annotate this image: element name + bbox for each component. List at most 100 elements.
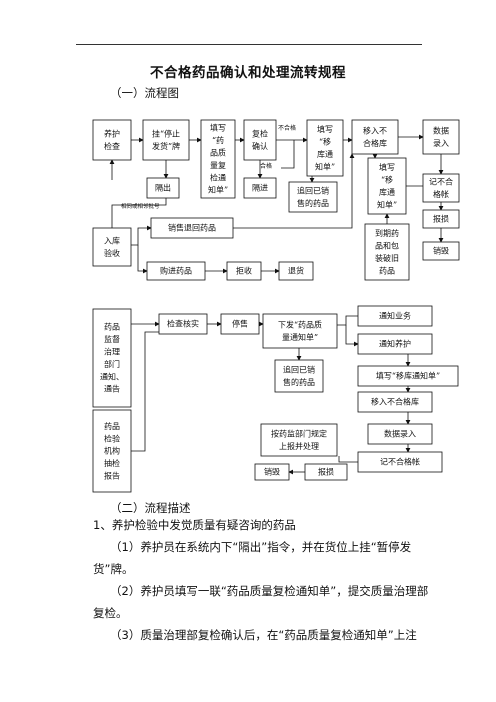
paragraph-2-line-2: 复检。 (93, 606, 128, 620)
box-reject-frame (226, 261, 262, 281)
box-move-to-nonconforming-store-2: 移入不合格库 (357, 391, 433, 413)
box-data-entry-text: 数据 (433, 126, 449, 136)
box-inspect-verify-text: 检查核实 (167, 319, 199, 329)
box-destroy-2-frame (254, 463, 290, 481)
box-fill-transfer-notice-3: 填写“移库通知单” (357, 365, 459, 387)
box-move-to-nonconforming-store-text: 移入不 (363, 126, 387, 136)
box-inspect-verify: 检查核实 (158, 313, 208, 335)
box-testing-agency-report-text: 药品 (104, 421, 120, 431)
box-suspend-sales-text: 停售 (232, 319, 248, 329)
box-sales-returns-frame (150, 217, 234, 239)
box-fill-recheck-notice-text: 品质 (210, 148, 226, 158)
box-testing-agency-report-text: 检验 (104, 433, 120, 443)
box-data-entry-2-frame (367, 423, 433, 445)
box-nonconforming-ledger-2-frame (357, 451, 443, 473)
box-hang-stop-sign-text: 挂“停止 (152, 129, 180, 139)
box-recheck-confirm-frame (243, 119, 277, 161)
box-fill-transfer-notice-text: 知单” (315, 161, 335, 171)
box-isolate-in-frame (243, 177, 277, 199)
box-move-to-nonconforming-store-frame (351, 119, 399, 155)
box-maintenance-check-text: 检查 (104, 141, 120, 151)
box-hang-stop-sign-frame (142, 119, 190, 161)
box-data-entry-frame (422, 119, 460, 155)
box-report-per-regulator-text: 上报并处理 (279, 441, 319, 451)
box-move-to-nonconforming-store: 移入不合格库 (351, 119, 399, 155)
connector-arrow (233, 153, 355, 229)
box-report-per-regulator-frame (260, 423, 338, 457)
box-notify-business-frame (357, 305, 433, 327)
box-testing-agency-report-text: 机构 (104, 446, 120, 456)
box-nonconforming-ledger-text: 格帐 (433, 189, 449, 199)
box-fill-recheck-notice-text: 知单” (208, 185, 228, 195)
box-fill-transfer-notice-3-frame (357, 365, 459, 387)
box-regulator-notice-frame (92, 308, 132, 408)
label-conforming: 合格 (260, 162, 272, 170)
box-move-to-nonconforming-store-2-frame (357, 391, 433, 413)
box-report-loss-2-text: 报损 (318, 467, 334, 477)
box-expired-damaged-drugs-frame (364, 223, 410, 281)
box-testing-agency-report-text: 抽检 (104, 458, 120, 468)
box-report-loss-2-frame (304, 463, 348, 481)
box-data-entry-2-text: 数据录入 (384, 429, 416, 439)
box-isolate-out-frame (146, 177, 180, 199)
connector-arrow (137, 245, 148, 274)
box-nonconforming-ledger: 记不合格帐 (422, 173, 460, 203)
box-destroy-text: 销毁 (433, 246, 449, 256)
box-reject-text: 拒收 (236, 266, 252, 276)
box-return-goods-frame (278, 261, 314, 281)
connector-arrow (337, 315, 358, 326)
connector-arrow (345, 325, 359, 347)
box-data-entry-2: 数据录入 (367, 423, 433, 445)
box-fill-recheck-notice-text: 填写 (210, 123, 226, 133)
box-expired-damaged-drugs-text: 到期药 (375, 228, 399, 238)
box-fill-transfer-notice-2-frame (367, 157, 407, 215)
box-fill-transfer-notice-2-text: “移 (381, 175, 393, 185)
paragraph-1-line-1: （1）养护员在系统内下“隔出”指令，并在货位上挂“暂停发 (110, 540, 412, 554)
box-suspend-sales: 停售 (220, 313, 260, 335)
box-purchased-drugs-text: 购进药品 (160, 266, 192, 276)
paragraph-1-line-2: 货”牌。 (93, 562, 134, 576)
box-destroy-2: 销毁 (254, 463, 290, 481)
box-regulator-notice-text: 监督 (104, 334, 120, 344)
box-return-goods-text: 退货 (288, 266, 304, 276)
item-1-heading: 1、养护检验中发觉质量有疑咨询的药品 (93, 518, 296, 532)
box-isolate-out-text: 隔出 (155, 183, 171, 193)
box-regulator-notice-text: 通告 (104, 384, 120, 394)
box-fill-transfer-notice-2: 填写“移库通知单” (367, 157, 407, 215)
box-report-loss-frame (422, 209, 460, 229)
label-nonconforming: 不合格 (278, 124, 296, 132)
box-expired-damaged-drugs-text: 品和包 (375, 241, 399, 251)
box-isolate-out: 隔出 (146, 177, 180, 199)
box-destroy: 销毁 (422, 241, 460, 261)
box-reject: 拒收 (226, 261, 262, 281)
box-inbound-acceptance-text: 入库 (104, 236, 120, 246)
connector-arrow (131, 331, 159, 452)
box-recheck-confirm-text: 确认 (252, 141, 268, 151)
box-expired-damaged-drugs-text: 装破旧 (375, 253, 399, 263)
box-testing-agency-report-frame (92, 409, 132, 493)
section-description-heading: （二）流程描述 (110, 501, 191, 515)
box-recall-sold-drugs-text: 售的药品 (297, 198, 329, 208)
header-rule (76, 44, 422, 45)
box-purchased-drugs: 购进药品 (146, 261, 206, 281)
box-fill-recheck-notice-text: 检通 (210, 172, 226, 182)
box-isolate-in-text: 隔进 (252, 184, 268, 193)
box-isolate-in: 隔进 (243, 177, 277, 199)
box-inbound-acceptance-frame (92, 227, 132, 267)
connector-arrow (111, 198, 167, 228)
box-move-to-nonconforming-store-2-text: 移入不合格库 (371, 397, 419, 407)
box-regulator-notice-text: 药品 (104, 322, 120, 332)
box-maintenance-check-frame (92, 119, 132, 161)
box-issue-quality-notice-text: 量通知单” (282, 332, 318, 342)
box-data-entry-text: 录入 (433, 139, 449, 148)
box-recall-sold-drugs-2-frame (274, 359, 324, 393)
